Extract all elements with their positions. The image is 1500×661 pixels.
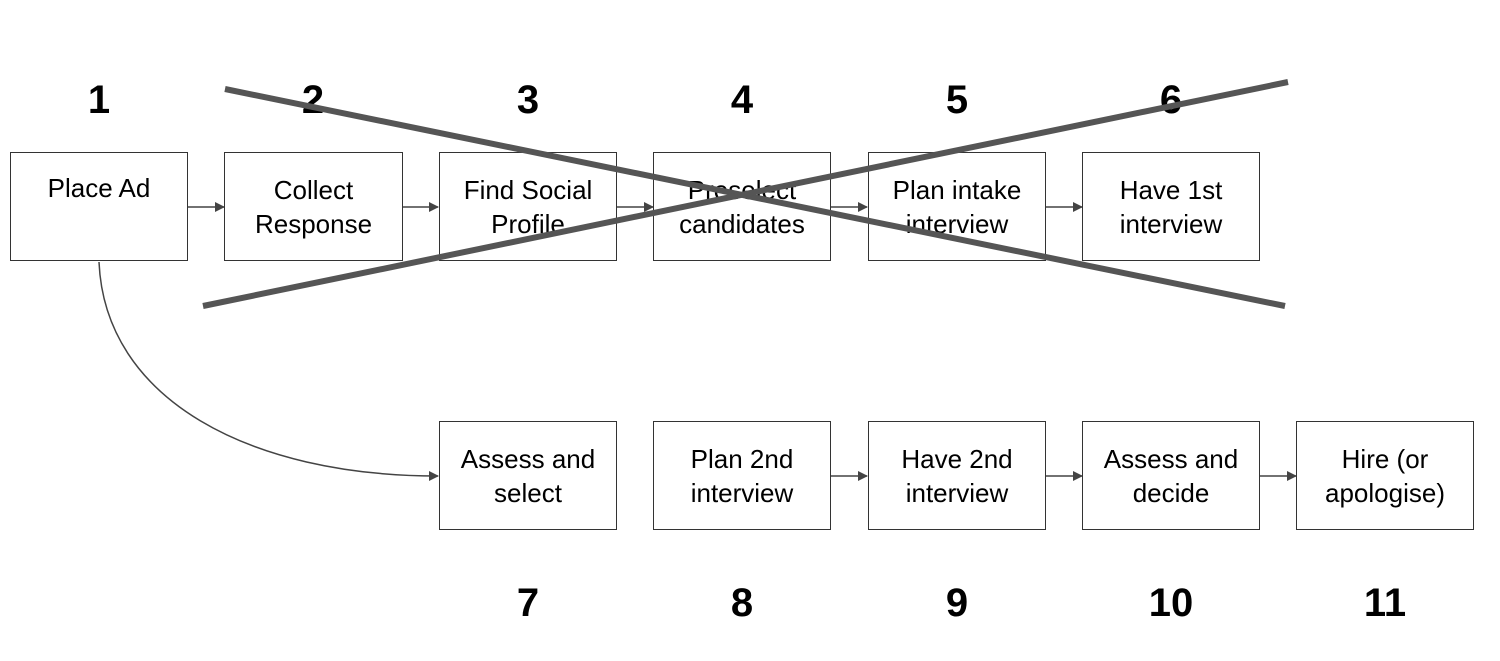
cross-out-line-ascending	[202, 79, 1289, 309]
arrow-1-to-7	[98, 261, 439, 481]
step-number-7: 7	[516, 581, 540, 625]
step-number-10: 10	[1148, 581, 1194, 625]
step-box-assess-and-select: Assess and select	[439, 421, 617, 530]
step-number-4: 4	[730, 78, 754, 122]
step-label: Hire (or apologise)	[1325, 443, 1445, 508]
step-box-have-1st-interview: Have 1st interview	[1082, 152, 1260, 261]
step-number-6: 6	[1159, 78, 1183, 122]
step-label: Have 2nd interview	[901, 443, 1013, 508]
step-number-8: 8	[730, 581, 754, 625]
step-label: Place Ad	[47, 173, 151, 203]
step-box-plan-2nd-interview: Plan 2nd interview	[653, 421, 831, 530]
step-number-11: 11	[1363, 581, 1407, 625]
cross-out-line-descending	[224, 86, 1286, 309]
step-number-3: 3	[516, 78, 540, 122]
step-box-place-ad: Place Ad	[10, 152, 188, 261]
step-box-plan-intake-interview: Plan intake interview	[868, 152, 1046, 261]
step-number-5: 5	[945, 78, 969, 122]
step-box-assess-and-decide: Assess and decide	[1082, 421, 1260, 530]
step-label: Assess and decide	[1103, 443, 1239, 508]
step-number-9: 9	[945, 581, 969, 625]
step-label: Collect Response	[254, 174, 373, 239]
step-number-1: 1	[87, 78, 111, 122]
step-box-collect-response: Collect Response	[224, 152, 403, 261]
step-box-have-2nd-interview: Have 2nd interview	[868, 421, 1046, 530]
step-label: Assess and select	[460, 443, 596, 508]
step-label: Plan 2nd interview	[690, 443, 794, 508]
step-label: Have 1st interview	[1119, 174, 1223, 239]
step-box-hire: Hire (or apologise)	[1296, 421, 1474, 530]
